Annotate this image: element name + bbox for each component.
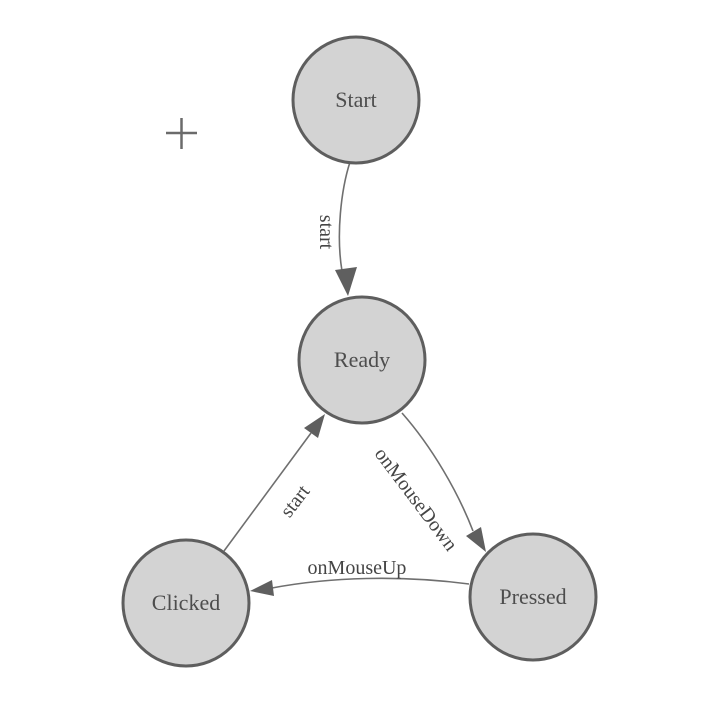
transition-ready-to-pressed[interactable]: onMouseDown <box>370 412 486 556</box>
edge-label: start <box>315 215 337 250</box>
state-circle[interactable] <box>291 35 421 165</box>
edge-line[interactable] <box>401 412 474 532</box>
state-node-start[interactable]: Start <box>291 35 421 165</box>
arrowhead <box>466 527 486 552</box>
transition-clicked-to-ready[interactable]: start <box>223 414 325 552</box>
state-label: Pressed <box>499 584 566 609</box>
state-circle[interactable] <box>297 295 427 425</box>
state-node-pressed[interactable]: Pressed <box>468 532 598 662</box>
edge-label: start <box>276 481 315 522</box>
state-circle[interactable] <box>468 532 598 662</box>
state-label: Start <box>335 87 377 112</box>
edge-line[interactable] <box>271 577 470 589</box>
arrowhead <box>250 580 274 596</box>
transition-start-to-ready[interactable]: start <box>315 161 357 296</box>
edge-line[interactable] <box>223 432 312 552</box>
state-label: Clicked <box>152 590 220 615</box>
edge-label: onMouseUp <box>308 557 407 579</box>
edge-line[interactable] <box>338 161 351 272</box>
crosshair-icon <box>166 118 197 149</box>
transition-pressed-to-clicked[interactable]: onMouseUp <box>250 557 470 596</box>
arrowhead <box>335 267 357 296</box>
edge-label: onMouseDown <box>370 444 462 556</box>
state-node-clicked[interactable]: Clicked <box>121 538 251 668</box>
state-label: Ready <box>334 347 390 372</box>
state-node-ready[interactable]: Ready <box>297 295 427 425</box>
state-circle[interactable] <box>121 538 251 668</box>
arrowhead <box>304 414 325 438</box>
